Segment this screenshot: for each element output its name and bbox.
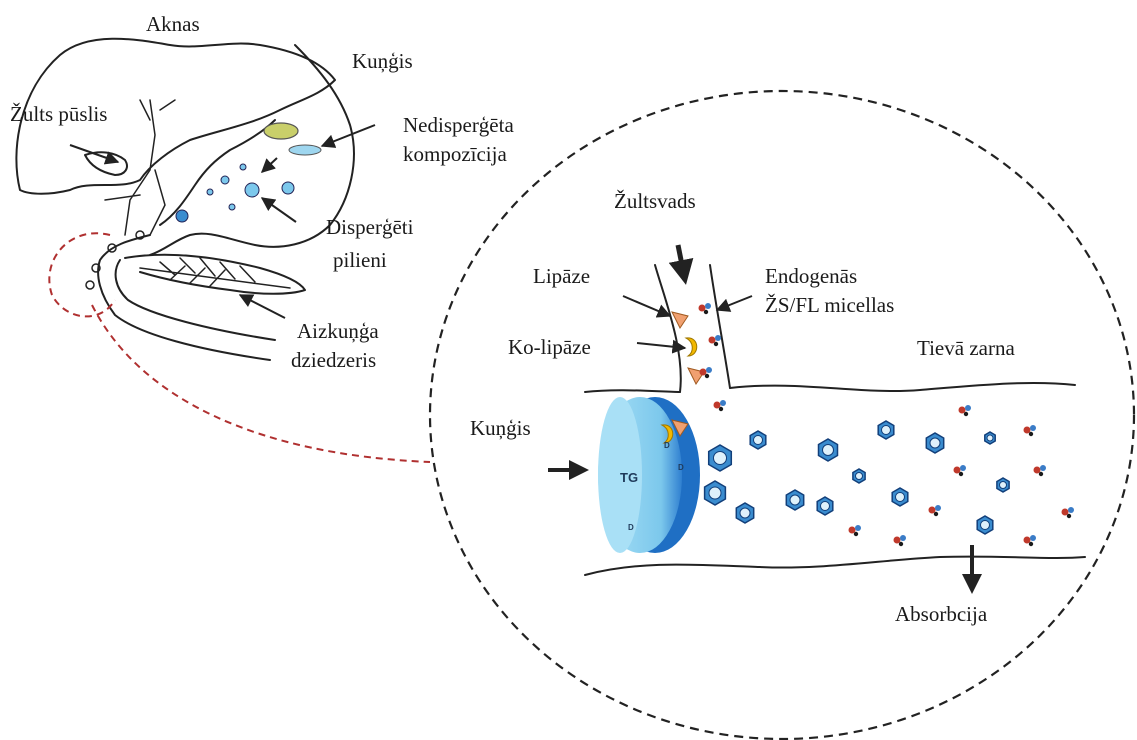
colipase-crescent [686,338,697,356]
micelle-particle [929,505,942,516]
mixed-micelle [705,481,726,505]
droplet [245,183,259,197]
nondispersed-blob [264,123,298,139]
pancreas-duct [140,258,290,288]
lipid-droplet [598,397,700,553]
label-bile-duct: Žultsvads [614,189,696,213]
arrow-nondispersed [322,125,375,146]
droplet [229,204,235,210]
mixed-micelles [705,421,1010,534]
anatomy-drawing [16,39,375,360]
mixed-micelle [878,421,894,439]
mixed-micelle [926,433,943,453]
mixed-micelle [736,503,753,523]
micelle-particle [1024,535,1037,546]
nondispersed-blob-small [289,145,321,155]
arrow-dispersed [262,198,296,222]
micelle-particle [849,525,862,536]
mixed-micelle [819,439,838,461]
micelle-particle [1062,507,1075,518]
mixed-micelle [709,445,732,471]
pancreas-outline [125,255,305,294]
droplet [207,189,213,195]
label-nondispersed-1: Nedisperģēta [403,113,514,137]
intestine-wall-top [585,383,1075,392]
label-stomach: Kuņģis [352,49,413,73]
label-endogenous-2: ŽS/FL micellas [765,293,894,317]
micelle-particle [1024,425,1037,436]
lipase-triangle [672,312,688,328]
micelle-particle [959,405,972,416]
droplet [221,176,229,184]
label-small-intestine: Tievā zarna [917,336,1015,360]
mixed-micelle [786,490,803,510]
gallbladder-shape [85,152,127,175]
bile-duct-wall-left [655,265,681,392]
micelle-particle [954,465,967,476]
label-stomach-inset: Kuņģis [470,416,531,440]
stomach-inner [160,120,275,225]
bile-ducts [105,100,175,235]
duodenum-focus-circle [49,233,115,316]
label-liver: Aknas [146,12,200,36]
droplet [240,164,246,170]
label-colipase: Ko-lipāze [508,335,591,359]
micelle-particle [699,303,712,314]
labels: Aknas Kuņģis Žults pūslis Nedisperģēta k… [10,12,1015,626]
intestine-wall-bottom [585,557,1085,575]
label-gallbladder: Žults pūslis [10,102,107,126]
mixed-micelle [997,478,1009,492]
duct-ring [86,281,94,289]
label-dispersed-1: Disperģēti [326,215,414,239]
micelle-particle [894,535,907,546]
label-endogenous-1: Endogenās [765,264,857,288]
arrow-endogenous [717,296,752,310]
droplet [282,182,294,194]
drug-on-colipase: D [664,441,670,450]
droplet-drug-label-2: D [678,463,684,472]
droplet-tg-label: TG [620,470,638,485]
mixed-micelle [853,469,865,483]
stomach-outline [150,45,354,255]
mixed-micelle [985,432,995,444]
label-pancreas-1: Aizkuņģa [297,319,379,343]
mixed-micelle [892,488,908,506]
mixed-micelle [817,497,833,515]
micelle-particle [714,400,727,411]
arrow-stomach-down [262,158,277,172]
label-absorption: Absorbcija [895,602,988,626]
label-lipase: Lipāze [533,264,590,288]
zoom-connector [92,305,430,462]
label-dispersed-2: pilieni [333,248,387,272]
bile-duct-wall-right [710,265,730,388]
droplet [176,210,188,222]
arrow-bile-flow [678,245,685,280]
label-nondispersed-2: kompozīcija [403,142,507,166]
label-pancreas-2: dziedzeris [291,348,376,372]
mixed-micelle [977,516,993,534]
arrow-pancreas [240,295,285,318]
mixed-micelle [750,431,766,449]
arrow-lipase [623,296,670,316]
micelle-particle [709,335,722,346]
droplet-drug-label: D [628,523,634,532]
zoom-circle [430,91,1134,739]
micelle-particle [1034,465,1047,476]
